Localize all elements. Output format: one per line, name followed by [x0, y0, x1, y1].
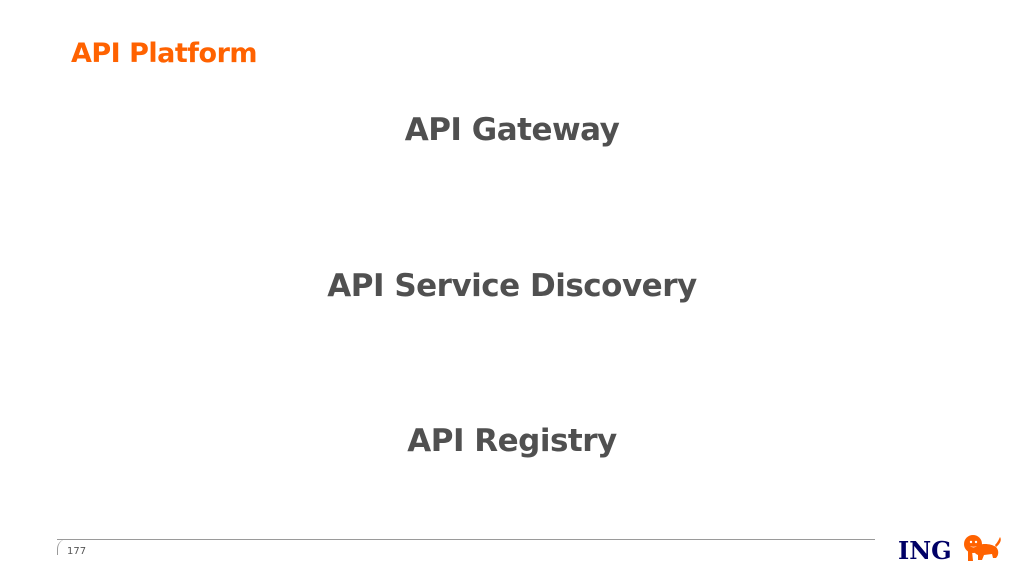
topic-api-gateway: API Gateway [404, 112, 620, 148]
logo-wordmark: ING [898, 536, 952, 565]
page-number: 177 [67, 546, 87, 557]
topic-api-service-discovery: API Service Discovery [327, 268, 697, 304]
footer-divider-curve [57, 539, 68, 555]
footer-divider [57, 539, 875, 540]
slide-title: API Platform [71, 38, 258, 69]
lion-icon [964, 535, 1001, 561]
ing-logo: ING [898, 532, 1004, 566]
topic-api-registry: API Registry [407, 423, 617, 459]
